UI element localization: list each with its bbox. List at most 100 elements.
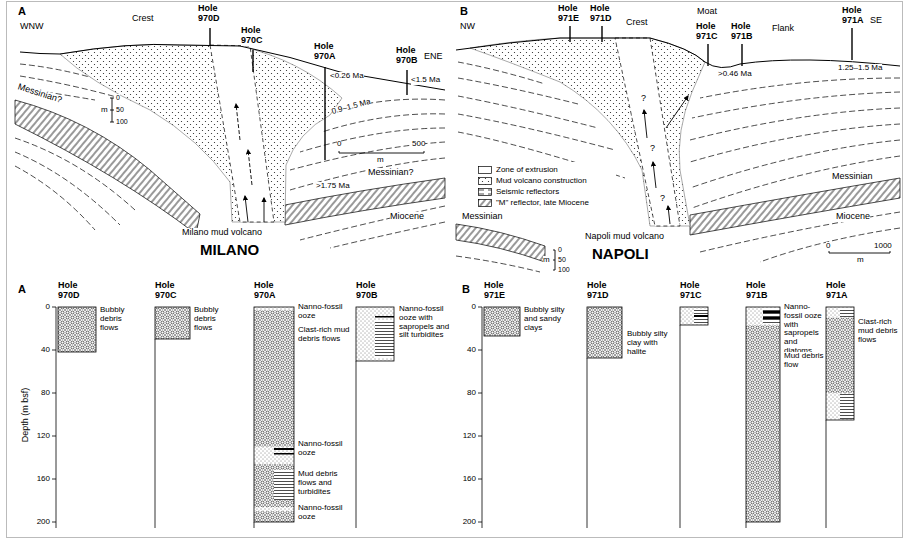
lithology-label: Bubbly debris flows <box>194 306 228 332</box>
lithology-label: Nanno-fossil ooze <box>298 504 350 522</box>
hole-label: Hole 971D <box>590 4 612 24</box>
seismic-reflector <box>322 114 445 132</box>
core-layer <box>254 310 294 447</box>
scale-label: m <box>543 256 550 265</box>
scale-label: 500 <box>412 140 425 149</box>
hole-label: Hole 971A <box>842 6 864 26</box>
core-layer <box>356 307 394 361</box>
scale-label: m <box>101 106 108 115</box>
query-mark: ? <box>641 94 646 104</box>
scale-bar <box>829 253 890 254</box>
unit-label: Messinian? <box>16 82 62 105</box>
m-reflector-band <box>690 178 900 235</box>
unit-label: Messinian <box>462 212 503 222</box>
core-layer <box>680 307 708 325</box>
scale-tick <box>110 98 114 122</box>
site-label: Moat <box>697 7 717 17</box>
swatch-fill <box>479 166 492 173</box>
core-column <box>484 307 520 336</box>
volcano-title: MILANO <box>200 242 259 259</box>
core-column <box>254 307 294 522</box>
depth-tick: 160 <box>37 475 50 484</box>
unit-label: Miocene <box>390 212 424 222</box>
lithology-label: Nanno-fossil ooze with sapropels and dia… <box>784 303 824 356</box>
turbidite-layer <box>840 394 854 419</box>
lithology-label: Clast-rich mud debris flows <box>298 326 350 344</box>
scale-label: 100 <box>116 118 128 126</box>
lithology-label: Bubbly silty and sandy clays <box>524 306 574 332</box>
depth-axis <box>482 307 483 528</box>
unit-label: Messinian? <box>368 168 414 178</box>
core-column <box>587 307 622 358</box>
depth-tick: 40 <box>41 346 50 355</box>
flow-arrow <box>245 196 248 222</box>
core-layer <box>746 307 780 325</box>
core-layer <box>746 325 780 522</box>
extrusion-zone <box>615 38 680 226</box>
core-layer <box>254 464 294 507</box>
core-column <box>356 307 394 361</box>
volcano-label: Napoli mud volcano <box>585 232 664 242</box>
depth-tick: 200 <box>463 518 476 527</box>
legend-text: Zone of extrusion <box>496 165 558 174</box>
drill-hole <box>741 44 742 66</box>
turbidite-layer <box>694 309 708 324</box>
hole-label: Hole 971B <box>746 281 768 301</box>
legend-text: Seismic reflectors <box>496 187 559 196</box>
site-label: Crest <box>626 18 648 28</box>
core-layer <box>826 318 854 393</box>
hole-label: Hole 970D <box>198 4 220 24</box>
panel-letter: A <box>18 5 26 17</box>
depth-tick: 160 <box>463 475 476 484</box>
flow-arrow <box>248 150 252 185</box>
core-column <box>155 307 190 339</box>
legend: Zone of extrusionMud volcano constructio… <box>476 162 616 210</box>
drill-hole <box>324 67 325 160</box>
scale-bar <box>339 153 424 154</box>
legend-swatch <box>478 177 492 185</box>
mud-volcano-body <box>470 38 705 226</box>
m-reflector-band <box>285 178 445 225</box>
hole-line <box>680 325 681 528</box>
sapropel-layer <box>375 316 394 318</box>
hole-label: Hole 971B <box>731 22 753 42</box>
drill-hole <box>252 50 253 72</box>
drill-hole <box>209 28 210 46</box>
scale-label: m <box>857 256 864 265</box>
depth-tick: 40 <box>467 346 476 355</box>
legend-item: Seismic reflectors <box>478 186 614 197</box>
hole-label: Hole 971E <box>484 281 505 301</box>
scale-tick <box>553 250 555 270</box>
seismic-reflector <box>330 222 445 248</box>
flow-arrow <box>668 206 670 224</box>
seismic-reflector <box>690 140 900 188</box>
panel-letter: B <box>462 283 470 295</box>
axis-title: Depth (m bsf) <box>21 388 31 443</box>
scale-label: 100 <box>558 266 570 274</box>
core-layer <box>254 511 294 522</box>
lithology-label: Clast-rich mud debris flows <box>858 318 898 344</box>
seismic-reflector <box>760 228 900 262</box>
volcano-title: NAPOLI <box>592 246 649 263</box>
legend-text: "M" reflector, late Miocene <box>496 198 589 207</box>
site-label: Crest <box>132 14 154 24</box>
depth-tick: 0 <box>472 303 476 312</box>
hole-label: Hole 970B <box>396 46 418 66</box>
seafloor-line <box>20 44 445 90</box>
core-column <box>58 307 96 352</box>
lithology-label: Nanno-fossil ooze <box>298 440 350 458</box>
core-column <box>680 307 708 325</box>
lithology-label: Nanno-fossil ooze <box>298 303 350 321</box>
hole-line <box>826 420 827 528</box>
frame <box>7 2 903 538</box>
site-label: Flank <box>772 24 794 34</box>
legend-swatch <box>478 188 492 196</box>
scale-label: 0 <box>826 242 830 251</box>
seismic-reflector <box>456 256 540 272</box>
depth-tick: 80 <box>41 389 50 398</box>
core-column <box>746 307 780 522</box>
hole-label: Hole 971C <box>680 281 702 301</box>
depth-tick: 120 <box>463 432 476 441</box>
seismic-reflector <box>690 108 900 140</box>
